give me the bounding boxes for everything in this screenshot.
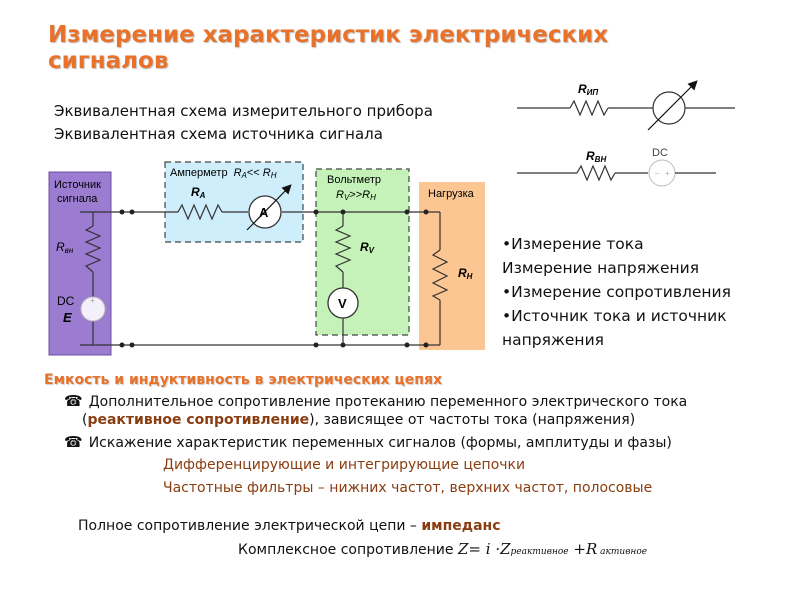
- legend-meter-equivalent: RИП: [517, 80, 735, 131]
- subitem-circuits: Дифференцирующие и интегрирующие цепочки: [163, 457, 526, 473]
- source-e-label: E: [63, 310, 72, 325]
- voltmeter-icon: [327, 287, 359, 319]
- list-item: Измерение напряжения: [502, 259, 700, 277]
- formula-z: Z: [457, 540, 469, 558]
- voltmeter-symbol: V: [338, 296, 347, 311]
- voltmeter-condition: RV>>RН: [336, 189, 376, 202]
- load-r-label: RН: [458, 266, 473, 281]
- ammeter-symbol: A: [259, 205, 269, 220]
- section-heading: Емкость и индуктивность в электрических …: [44, 372, 442, 388]
- legend-r-ip-label: RИП: [578, 82, 598, 97]
- source-label-line1: Источник: [54, 179, 101, 191]
- impedance-term: импеданс: [421, 518, 501, 534]
- load-resistor: [431, 249, 449, 301]
- load-label: Нагрузка: [428, 188, 475, 200]
- legend-r-vn-label: RВН: [586, 149, 606, 164]
- list-item: •Источник тока и источник: [502, 307, 727, 325]
- svg-text:–: –: [655, 169, 660, 178]
- subtitle-meter-circuit: Эквивалентная схема измерительного прибо…: [54, 102, 433, 120]
- source-r-label: Rвн: [56, 240, 74, 255]
- measurement-list: •Измерение тока Измерение напряжения •Из…: [502, 232, 731, 352]
- ammeter-block: [164, 161, 304, 243]
- reactive-resistance-term: реактивное сопротивление: [87, 412, 310, 428]
- source-block: [48, 171, 112, 356]
- load-block: [419, 182, 485, 350]
- telephone-icon: ☎: [64, 433, 83, 451]
- telephone-icon: ☎: [64, 392, 83, 410]
- svg-text:+: +: [665, 169, 670, 178]
- voltmeter-resistor: [334, 225, 352, 273]
- source-dc-label: DC: [57, 294, 75, 308]
- section-item-1: ☎ Дополнительное сопротивление протеканию…: [64, 392, 687, 412]
- subitem-filters: Частотные фильтры – нижних частот, верхн…: [163, 480, 653, 496]
- section-item-2: ☎Искажение характеристик переменных сигн…: [64, 433, 672, 451]
- ammeter-r-label: RA: [191, 185, 206, 200]
- voltmeter-label-name: Вольтметр: [327, 174, 381, 186]
- source-label-line2: сигнала: [57, 193, 98, 205]
- dc-source-icon: [648, 159, 676, 187]
- list-item: •Измерение тока: [502, 235, 644, 253]
- page-title: Измерение характеристик электрических си…: [48, 22, 609, 74]
- subtitle-source-circuit: Эквивалентная схема источника сигнала: [54, 125, 383, 143]
- list-item: •Измерение сопротивления: [502, 283, 731, 301]
- section-item-1-line1: Дополнительное сопротивление протеканию …: [88, 394, 688, 410]
- source-resistor: [84, 225, 102, 273]
- legend-dc-label: DC: [652, 147, 668, 159]
- voltmeter-r-label: RV: [360, 240, 375, 255]
- section-item-1-continuation: (реактивное сопротивление), зависящее от…: [82, 412, 636, 428]
- source-dc-icon: [80, 296, 106, 322]
- svg-text:+: +: [90, 296, 95, 305]
- legend-source-equivalent: – + RВН DC: [517, 147, 716, 187]
- meter-icon: [652, 91, 686, 125]
- ammeter-resistor: [177, 203, 223, 221]
- impedance-line: Полное сопротивление электрической цепи …: [78, 518, 501, 534]
- complex-resistance-line: Комплексное сопротивление Z= i ·Zреактив…: [238, 540, 648, 558]
- list-item: напряжения: [502, 331, 604, 349]
